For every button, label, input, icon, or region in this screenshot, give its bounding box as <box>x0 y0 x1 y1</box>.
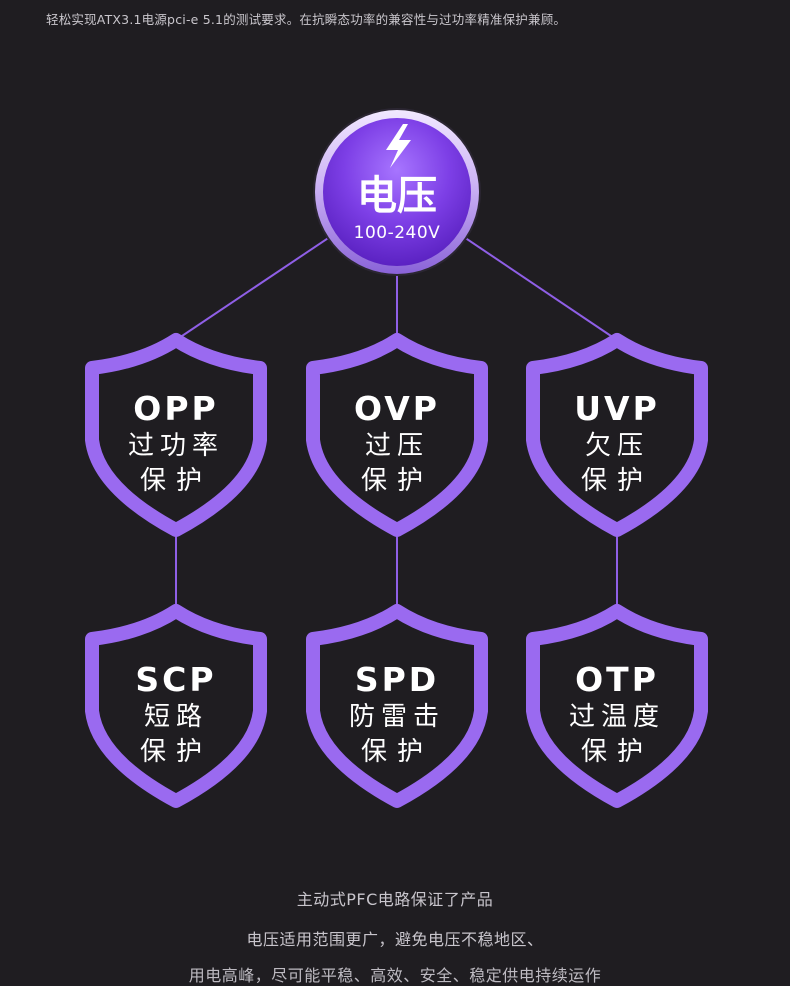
shield-label-line1: 短路 <box>144 702 208 732</box>
shield-label-line2: 保护 <box>361 466 433 496</box>
shield-group: OPP过功率保护OVP过压保护UVP欠压保护SCP短路保护SPD防雷击保护OTP… <box>85 333 708 808</box>
shield-outline <box>85 333 267 537</box>
shield-outline <box>306 333 488 537</box>
shield-label-line1: 防雷击 <box>349 702 445 732</box>
footer-line-2: 电压适用范围更广，避免电压不稳地区、 <box>246 930 544 949</box>
hub-disc <box>323 118 471 266</box>
shield-code: SCP <box>135 660 216 699</box>
shield-label-line2: 保护 <box>140 737 212 767</box>
shield-code: OTP <box>575 660 659 699</box>
shield-label-line1: 过功率 <box>128 431 224 461</box>
shield-label-line1: 欠压 <box>585 431 649 461</box>
header-description: 轻松实现ATX3.1电源pci-e 5.1的测试要求。在抗瞬态功率的兼容性与过功… <box>46 12 567 27</box>
shield-label-line2: 保护 <box>140 466 212 496</box>
shield-label-line2: 保护 <box>581 466 653 496</box>
shield-label-line1: 过压 <box>365 431 429 461</box>
shield-outline <box>306 604 488 808</box>
voltage-hub: 电压 100-240V <box>313 108 481 276</box>
shield-outline <box>85 604 267 808</box>
shield-label-line1: 过温度 <box>569 702 665 732</box>
hub-title: 电压 <box>357 173 437 219</box>
footer-line-3: 用电高峰，尽可能平稳、高效、安全、稳定供电持续运作 <box>188 966 602 985</box>
shield-outline <box>526 604 708 808</box>
shield-outline <box>526 333 708 537</box>
hub-range: 100-240V <box>354 223 441 243</box>
shield-code: OVP <box>354 389 440 428</box>
shield-label-line2: 保护 <box>361 737 433 767</box>
shield-code: UVP <box>574 389 660 428</box>
lightning-bolt-icon <box>386 124 411 168</box>
footer-line-1: 主动式PFC电路保证了产品 <box>296 890 494 909</box>
shield-code: OPP <box>133 389 218 428</box>
shield-code: SPD <box>355 660 439 699</box>
shield-label-line2: 保护 <box>581 737 653 767</box>
